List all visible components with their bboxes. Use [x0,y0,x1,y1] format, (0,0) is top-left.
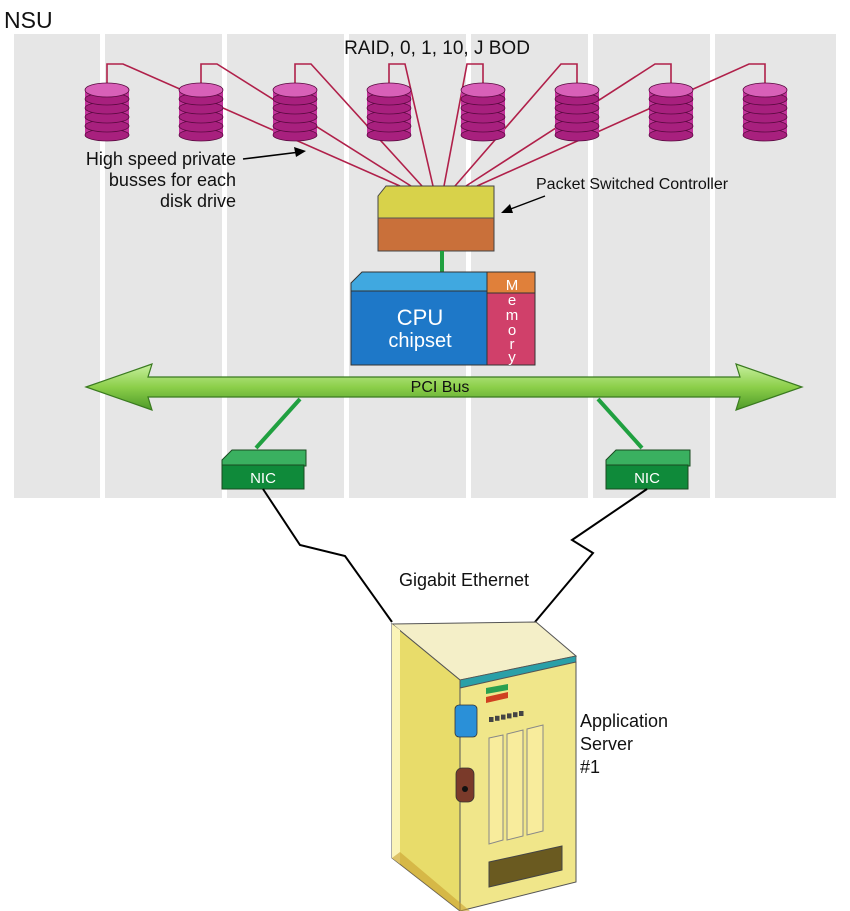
busses-label-line1: High speed private [86,149,236,169]
disk-top [272,82,318,98]
server-led [501,714,506,720]
disk-7 [648,82,694,142]
memory-letter-m: M [506,277,519,294]
server-annotation: Application Server #1 [580,711,668,777]
cpu-label-line1: CPU [397,305,443,330]
server-led [507,713,512,719]
private-bus-lines [106,63,766,187]
server-bay-3 [526,724,544,836]
controller-label: Packet Switched Controller [536,176,729,193]
panel-stripe [466,34,471,498]
bus-line-5 [443,63,484,187]
nic-left: NIC [221,449,307,490]
server-bay-1 [488,734,504,845]
busses-label-line2: busses for each [109,170,236,190]
server-vent [488,845,563,888]
server-led [519,711,524,716]
bus-line-1 [106,63,401,187]
bus-line-8 [476,63,766,187]
busses-annotation: High speed private busses for each disk … [86,147,306,211]
controller-pointer-arrow [507,195,546,211]
bus-line-3 [294,63,423,187]
bus-line-6 [454,63,578,187]
disk-top [648,82,694,98]
busses-label-line3: disk drive [160,191,236,211]
memory-letter-o: o [508,322,516,339]
disk-6 [554,82,600,142]
disk-top [366,82,412,98]
disk-4 [366,82,412,142]
disk-1 [84,82,130,142]
server-led [513,712,518,718]
pci-nic-left-link [254,397,302,450]
server-label-line2: Server [580,734,633,754]
memory-letter-y: y [508,349,516,366]
ethernet-label: Gigabit Ethernet [399,570,529,590]
bus-line-4 [388,63,434,187]
busses-pointer-arrow [242,151,301,160]
pci-nic-right-link [596,397,644,450]
packet-switched-controller [377,185,495,252]
server-keyhole [455,767,475,803]
disk-top [84,82,130,98]
nsu-panel [14,34,836,498]
server-led-row [489,711,524,722]
memory-letter-r: r [510,336,515,353]
disk-array [84,82,788,142]
memory-letter-m2: m [506,307,519,324]
busses-arrowhead [294,147,306,157]
panel-stripe [100,34,105,498]
application-server [390,621,578,911]
server-led [489,717,494,722]
pci-bus-label: PCI Bus [411,379,470,396]
server-key [462,786,468,792]
panel-stripe [588,34,593,498]
nic-right-label: NIC [634,470,660,487]
disk-8 [742,82,788,142]
server-bay-2 [506,729,524,841]
server-green-indicator [486,684,508,694]
server-blue-panel [454,704,478,738]
disk-top [460,82,506,98]
controller-annotation: Packet Switched Controller [501,176,729,213]
nic-left-label: NIC [250,470,276,487]
disk-top [178,82,224,98]
disk-5 [460,82,506,142]
cpu-chipset-block: CPU chipset [350,271,491,366]
panel-stripe [222,34,227,498]
server-label-line3: #1 [580,757,600,777]
disk-top [554,82,600,98]
memory-block: M e m o r y [486,271,536,366]
raid-label: RAID, 0, 1, 10, J BOD [344,38,530,59]
pci-bus: PCI Bus [84,363,804,411]
server-label-line1: Application [580,711,668,731]
ethernet-link-right [534,488,648,623]
memory-letter-e: e [508,292,516,309]
ethernet-link-left [262,488,393,623]
server-led [495,715,500,721]
panel-stripe [344,34,349,498]
controller-arrowhead [501,204,513,213]
nsu-title: NSU [4,7,53,33]
disk-3 [272,82,318,142]
disk-2 [178,82,224,142]
panel-stripe [710,34,715,498]
disk-top [742,82,788,98]
nic-right: NIC [605,449,691,490]
server-red-indicator [486,692,508,703]
cpu-label-line2: chipset [388,330,452,352]
